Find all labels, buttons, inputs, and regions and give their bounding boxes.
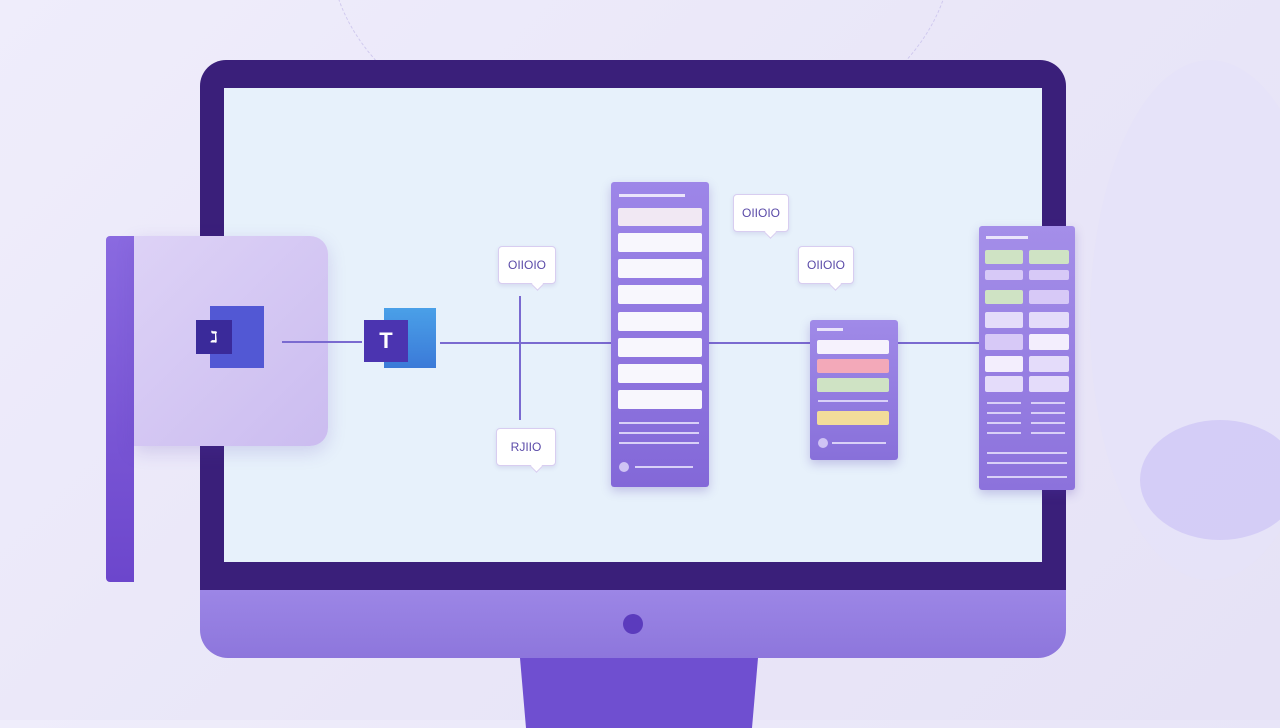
background-blob-accent — [1140, 420, 1280, 540]
text-line — [818, 400, 888, 402]
list-item[interactable] — [817, 359, 889, 373]
text-line — [619, 422, 699, 424]
grid-panel[interactable] — [979, 226, 1075, 490]
grid-cell[interactable] — [985, 334, 1023, 350]
text-line — [987, 422, 1021, 424]
list-item[interactable] — [618, 208, 702, 226]
list-panel[interactable] — [611, 182, 709, 487]
list-item[interactable] — [618, 285, 702, 304]
text-line — [1031, 402, 1065, 404]
panel-title — [986, 236, 1028, 239]
text-line — [635, 466, 693, 468]
text-line — [1031, 432, 1065, 434]
monitor-stand — [520, 658, 758, 728]
status-panel[interactable] — [810, 320, 898, 460]
teams-logo-icon[interactable]: T — [364, 308, 436, 368]
grid-cell[interactable] — [985, 270, 1023, 280]
list-item[interactable] — [618, 390, 702, 409]
teams-app-icon-glyph: ℷ — [196, 320, 232, 354]
text-line — [987, 432, 1021, 434]
card-sidebar — [106, 236, 134, 582]
list-item[interactable] — [618, 338, 702, 357]
text-line — [1031, 422, 1065, 424]
teams-app-icon[interactable]: ℷ — [196, 306, 264, 368]
grid-cell[interactable] — [985, 290, 1023, 304]
power-button-icon[interactable] — [623, 614, 643, 634]
list-item[interactable] — [817, 378, 889, 392]
text-line — [987, 452, 1067, 454]
text-line — [619, 442, 699, 444]
text-line — [987, 402, 1021, 404]
grid-cell[interactable] — [1029, 290, 1069, 304]
list-item[interactable] — [618, 312, 702, 331]
grid-cell[interactable] — [1029, 334, 1069, 350]
grid-cell[interactable] — [985, 376, 1023, 392]
teams-logo-letter: T — [364, 320, 408, 362]
connector-line — [440, 342, 980, 344]
grid-cell[interactable] — [1029, 312, 1069, 328]
avatar — [619, 462, 629, 472]
grid-cell[interactable] — [985, 356, 1023, 372]
list-item[interactable] — [817, 411, 889, 425]
list-item[interactable] — [618, 233, 702, 252]
list-item[interactable] — [817, 340, 889, 354]
grid-cell[interactable] — [1029, 356, 1069, 372]
avatar — [818, 438, 828, 448]
message-bubble: OIIOIO — [498, 246, 556, 284]
text-line — [1031, 412, 1065, 414]
text-line — [619, 432, 699, 434]
grid-cell[interactable] — [1029, 376, 1069, 392]
grid-cell[interactable] — [985, 312, 1023, 328]
panel-title — [817, 328, 843, 331]
panel-title — [619, 194, 685, 197]
text-line — [832, 442, 886, 444]
grid-cell[interactable] — [985, 250, 1023, 264]
list-item[interactable] — [618, 364, 702, 383]
text-line — [987, 476, 1067, 478]
message-bubble: RJIIO — [496, 428, 556, 466]
text-line — [987, 462, 1067, 464]
grid-cell[interactable] — [1029, 250, 1069, 264]
connector-vertical — [519, 296, 521, 420]
text-line — [987, 412, 1021, 414]
list-item[interactable] — [618, 259, 702, 278]
grid-cell[interactable] — [1029, 270, 1069, 280]
message-bubble: OIIOIO — [733, 194, 789, 232]
message-bubble: OIIOIO — [798, 246, 854, 284]
connector-line — [282, 341, 362, 343]
